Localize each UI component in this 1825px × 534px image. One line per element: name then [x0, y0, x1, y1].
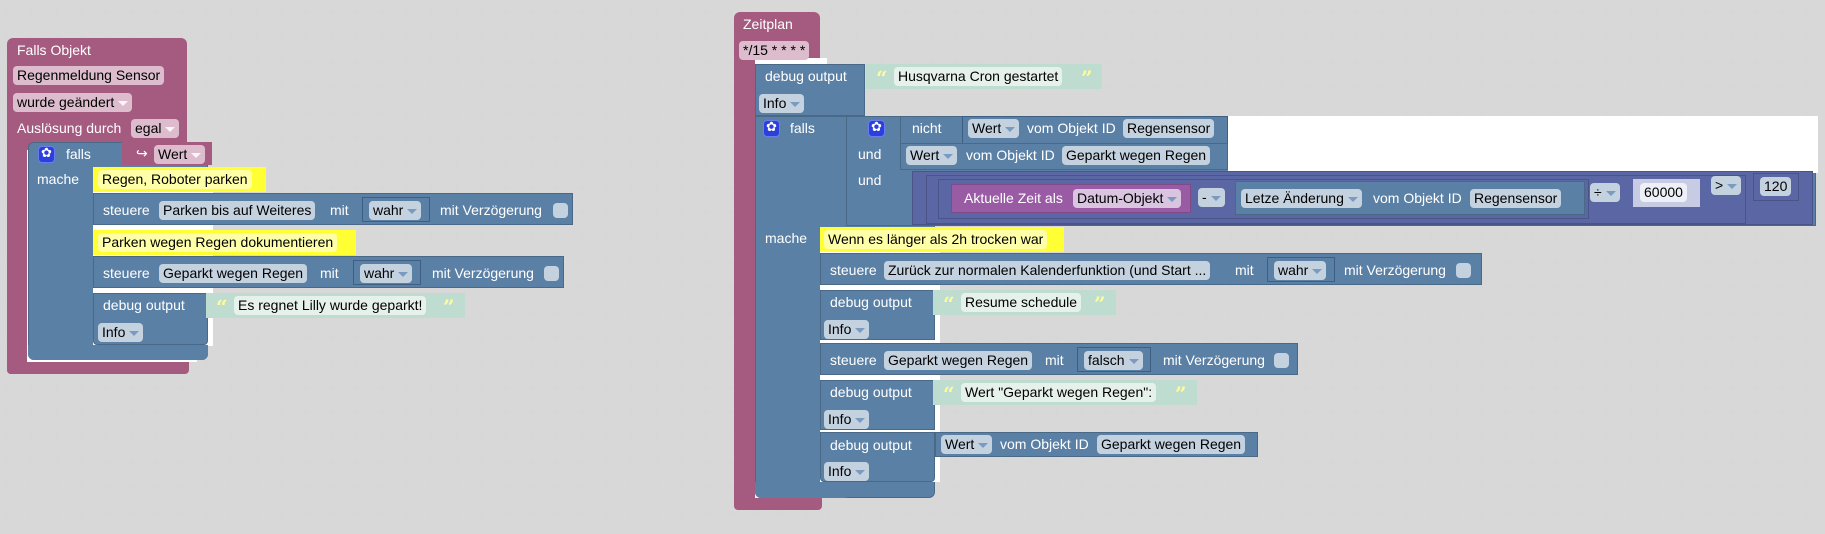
- object-id-label: vom Objekt ID: [966, 147, 1055, 163]
- log-level-dropdown[interactable]: Info: [98, 323, 144, 342]
- delay-checkbox[interactable]: [1456, 263, 1471, 278]
- control-object-id-field[interactable]: Geparkt wegen Regen: [884, 351, 1033, 370]
- trigger-value-dropdown[interactable]: Wert: [154, 145, 206, 164]
- object-id-label: vom Objekt ID: [1027, 120, 1116, 136]
- control-object-id-field[interactable]: Parken bis auf Weiteres: [159, 201, 316, 220]
- control-label: steuere: [103, 202, 150, 218]
- open-quote-icon: “: [876, 66, 888, 90]
- log-level-dropdown[interactable]: Info: [824, 410, 870, 429]
- if-label: falls: [66, 146, 91, 162]
- control-block[interactable]: [93, 256, 564, 288]
- debug-label: debug output: [830, 294, 912, 310]
- value-type-dropdown[interactable]: Wert: [941, 435, 993, 454]
- schedule-title: Zeitplan: [743, 16, 793, 32]
- open-quote-icon: “: [943, 382, 955, 406]
- comment-text[interactable]: Wenn es länger als 2h trocken war: [824, 230, 1048, 249]
- delay-label: mit Verzögerung: [440, 202, 542, 218]
- object-id-label: vom Objekt ID: [1000, 436, 1089, 452]
- close-quote-icon: ”: [443, 295, 455, 319]
- and-block-notch: [1228, 116, 1818, 173]
- trigger-title: Falls Objekt: [17, 42, 91, 58]
- if-block-footer: [755, 482, 850, 498]
- gear-icon[interactable]: [763, 119, 780, 137]
- object-id-field[interactable]: Geparkt wegen Regen: [1097, 435, 1246, 454]
- debug-label: debug output: [830, 437, 912, 453]
- object-id-field[interactable]: Regensensor: [1123, 119, 1215, 138]
- open-quote-icon: “: [943, 292, 955, 316]
- and-label: und: [858, 172, 882, 188]
- control-with-label: mit: [330, 202, 349, 218]
- comment-text[interactable]: Parken wegen Regen dokumentieren: [98, 233, 338, 252]
- trigger-condition-dropdown[interactable]: wurde geändert: [13, 93, 133, 112]
- if-label: falls: [790, 120, 815, 136]
- delay-label: mit Verzögerung: [432, 265, 534, 281]
- close-quote-icon: ”: [1081, 66, 1093, 90]
- delay-checkbox[interactable]: [544, 266, 559, 281]
- cron-field[interactable]: */15 * * * *: [739, 41, 810, 60]
- gear-icon[interactable]: [868, 119, 885, 137]
- delay-label: mit Verzögerung: [1163, 352, 1265, 368]
- trigger-by-label: Auslösung durch: [17, 120, 122, 136]
- current-time-label: Aktuelle Zeit als: [964, 190, 1063, 206]
- divide-operator-dropdown[interactable]: ÷: [1590, 183, 1620, 202]
- object-id-label: vom Objekt ID: [1373, 190, 1462, 206]
- value-type-dropdown[interactable]: Letze Änderung: [1241, 189, 1362, 208]
- delay-checkbox[interactable]: [1274, 353, 1289, 368]
- control-object-id-field[interactable]: Zurück zur normalen Kalenderfunktion (un…: [884, 261, 1211, 280]
- do-label: mache: [37, 171, 80, 187]
- value-type-dropdown[interactable]: Wert: [906, 146, 958, 165]
- divisor-value[interactable]: 60000: [1640, 183, 1687, 202]
- control-label: steuere: [830, 262, 877, 278]
- do-label: mache: [765, 230, 808, 246]
- delay-checkbox[interactable]: [553, 203, 568, 218]
- compare-value[interactable]: 120: [1760, 177, 1792, 196]
- trigger-block-footer: [7, 362, 189, 374]
- control-with-label: mit: [1235, 262, 1254, 278]
- boolean-dropdown[interactable]: wahr: [369, 201, 422, 220]
- debug-label: debug output: [830, 384, 912, 400]
- boolean-dropdown[interactable]: wahr: [360, 264, 413, 283]
- value-type-dropdown[interactable]: Wert: [968, 119, 1020, 138]
- close-quote-icon: ”: [1175, 382, 1187, 406]
- if-block-footer: [28, 345, 208, 360]
- object-id-field[interactable]: Regensensor: [1470, 189, 1562, 208]
- boolean-dropdown[interactable]: falsch: [1084, 351, 1143, 370]
- control-object-id-field[interactable]: Geparkt wegen Regen: [159, 264, 308, 283]
- control-with-label: mit: [320, 265, 339, 281]
- time-format-dropdown[interactable]: Datum-Objekt: [1073, 189, 1182, 208]
- debug-label: debug output: [103, 297, 185, 313]
- comment-text[interactable]: Regen, Roboter parken: [98, 170, 252, 189]
- text-value[interactable]: Es regnet Lilly wurde geparkt!: [234, 296, 427, 315]
- log-level-dropdown[interactable]: Info: [824, 462, 870, 481]
- control-with-label: mit: [1045, 352, 1064, 368]
- and-label: und: [858, 146, 882, 162]
- boolean-dropdown[interactable]: wahr: [1274, 261, 1327, 280]
- open-quote-icon: “: [216, 295, 228, 319]
- control-label: steuere: [830, 352, 877, 368]
- compare-operator-dropdown[interactable]: >: [1711, 176, 1742, 195]
- control-label: steuere: [103, 265, 150, 281]
- debug-label: debug output: [765, 68, 847, 84]
- log-level-dropdown[interactable]: Info: [759, 94, 805, 113]
- text-value[interactable]: Husqvarna Cron gestartet: [894, 67, 1063, 86]
- return-arrow-icon: ↪: [136, 145, 148, 161]
- minus-operator-dropdown[interactable]: -: [1198, 188, 1225, 207]
- schedule-block-footer: [734, 498, 822, 510]
- gear-icon[interactable]: [38, 145, 55, 163]
- delay-label: mit Verzögerung: [1344, 262, 1446, 278]
- trigger-by-dropdown[interactable]: egal: [131, 119, 180, 138]
- log-level-dropdown[interactable]: Info: [824, 320, 870, 339]
- text-value[interactable]: Resume schedule: [961, 293, 1082, 312]
- object-id-field[interactable]: Geparkt wegen Regen: [1062, 146, 1211, 165]
- text-value[interactable]: Wert "Geparkt wegen Regen":: [961, 383, 1157, 402]
- close-quote-icon: ”: [1094, 292, 1106, 316]
- not-label: nicht: [912, 120, 942, 136]
- trigger-object-id-field[interactable]: Regenmeldung Sensor: [13, 66, 165, 85]
